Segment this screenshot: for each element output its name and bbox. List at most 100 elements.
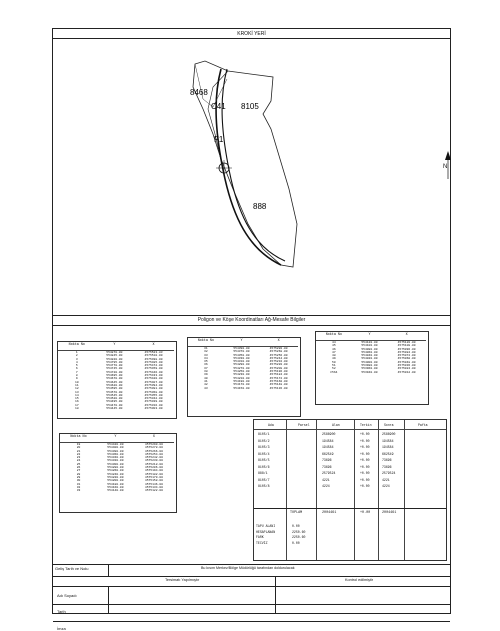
table-cell: 4575446.00	[144, 370, 163, 374]
table-cell: 554260.00	[107, 469, 124, 473]
table-cell: 4575244.00	[269, 356, 288, 360]
summary-value: 0.00	[292, 540, 300, 545]
table-cell: 8	[75, 374, 78, 378]
table-cell: 4575472.00	[144, 364, 163, 368]
table-cell: 4575084.00	[397, 350, 416, 354]
table-cell: 554495.00	[106, 400, 123, 404]
table-cell: 51	[332, 364, 336, 368]
area-cell: 8105/3	[258, 445, 270, 449]
table-cell: 33	[76, 489, 81, 493]
table-cell: 49	[332, 357, 336, 361]
table-cell: 554745.00	[106, 367, 123, 371]
table-cell: 47	[332, 350, 336, 354]
coord-col-header: Y	[95, 342, 134, 351]
area-total-value: 2004461	[322, 511, 337, 515]
area-cell: 2588900	[382, 432, 396, 436]
sketch-label: C41	[211, 102, 226, 111]
table-cell: 554720.00	[106, 370, 123, 374]
sketch-label: 8468	[190, 88, 208, 97]
area-cell: +0.00	[360, 445, 370, 449]
area-cell: 4224	[382, 484, 390, 488]
table-cell: 554170.00	[233, 383, 250, 387]
summary-label: TECVİZ	[256, 540, 268, 545]
table-cell: 23	[76, 456, 81, 460]
table-cell: 6	[75, 367, 78, 371]
coord-col-header: Nokta No	[58, 342, 96, 351]
table-cell: 18	[75, 407, 79, 411]
table-cell: 1	[75, 351, 78, 354]
area-cell: +0.00	[360, 438, 370, 443]
table-cell: 554020.00	[361, 357, 378, 361]
area-cell: 8105/7	[258, 477, 270, 482]
table-cell: 554290.00	[233, 363, 250, 367]
table-cell: 4	[75, 360, 78, 364]
table-cell: 554200.00	[107, 479, 124, 483]
table-cell: 4575256.00	[269, 353, 288, 357]
sketch-label: 888	[253, 202, 267, 211]
table-cell: 31	[76, 482, 81, 486]
table-cell: 36	[204, 363, 208, 367]
table-cell: 4575072.00	[397, 354, 416, 358]
table-cell: 32	[204, 350, 208, 354]
area-cell: 2579524	[322, 471, 336, 475]
table-cell: 20	[76, 446, 81, 450]
sketch-drawing: 8468 C41 8105 F1 888	[190, 60, 451, 268]
coord-col-header: Nokta No	[188, 338, 224, 347]
table-row: 9 554670.00 4575420.00	[58, 377, 174, 380]
table-cell: 48	[332, 354, 336, 358]
table-cell: 4575355.00	[144, 393, 163, 397]
table-cell: 29	[76, 475, 81, 479]
table-cell: 50	[332, 360, 336, 364]
parcel-outline	[192, 60, 298, 268]
table-cell: 4575420.00	[144, 377, 163, 381]
parcel-small-boundary	[194, 63, 228, 108]
sketch-title: KROKİ YERİ	[237, 31, 266, 37]
area-cell: 888/1	[258, 471, 268, 475]
table-cell: 4575329.00	[144, 400, 163, 404]
table-cell: 4575172.00	[269, 376, 288, 380]
table-cell: 4575220.00	[269, 363, 288, 367]
table-cell: 31	[204, 347, 208, 350]
table-cell: 52	[332, 367, 336, 371]
table-cell: 9	[75, 377, 78, 381]
table-cell: 4575158.00	[144, 479, 163, 483]
footer-top-divider	[53, 564, 450, 565]
area-table-header: Ada Parsel Alan Terkin Sonra Pafta	[254, 420, 446, 430]
table-cell: 553960.00	[361, 367, 378, 371]
coord-col-header: Nokta No	[316, 332, 352, 341]
table-cell: 4575523.83	[144, 351, 163, 354]
table-cell: 4575160.00	[269, 379, 288, 383]
footer-row-label: Tarih	[57, 609, 66, 614]
coord-col-header: X	[387, 332, 426, 341]
table-cell: 4575459.00	[144, 367, 163, 371]
table-cell: 554230.00	[233, 373, 250, 377]
table-cell: 4575485.00	[144, 360, 163, 364]
table-cell: 44	[332, 341, 336, 344]
coordinates-section-title: Poligon ve Köşe Koordinatları Ağ-Mesafe …	[197, 317, 306, 323]
table-cell: 4575146.00	[144, 482, 163, 486]
area-cell: +0.00	[360, 451, 370, 456]
table-row: 6 554745.00 4575459.00	[58, 367, 174, 370]
summary-row: TECVİZ 0.00	[256, 541, 316, 547]
area-cell: +0.00	[360, 471, 370, 475]
table-cell: 554370.00	[233, 350, 250, 354]
table-cell: 553980.00	[361, 364, 378, 368]
table-cell: 554670.00	[106, 377, 123, 381]
table-cell: 4575060.00	[397, 357, 416, 361]
table-row: 36 554290.00 4575220.00	[188, 363, 298, 366]
